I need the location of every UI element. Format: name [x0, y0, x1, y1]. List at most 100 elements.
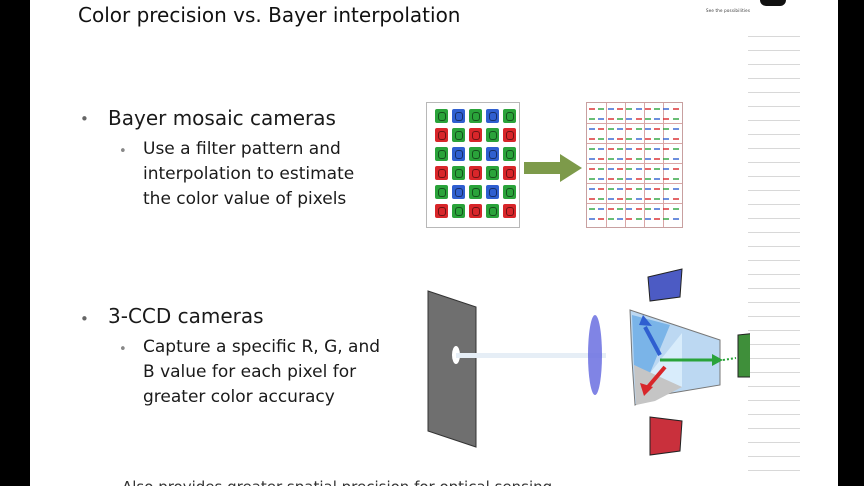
decorative-line — [748, 400, 800, 401]
grid-dot — [626, 138, 633, 140]
grid-dot — [672, 178, 679, 180]
bullet-heading-3ccd: 3-CCD cameras — [108, 304, 264, 328]
grid-dot — [626, 178, 633, 180]
slide-title: Color precision vs. Bayer interpolation — [78, 3, 461, 27]
grid-dot — [616, 158, 623, 160]
grid-dot — [589, 198, 595, 200]
grid-dot — [616, 118, 623, 120]
decorative-line — [748, 218, 800, 219]
grid-dot — [663, 208, 670, 210]
grid-dot — [616, 148, 623, 150]
grid-dot — [607, 118, 614, 120]
bayer-cell-g — [435, 147, 448, 161]
bayer-cell-g — [486, 166, 499, 180]
red-ccd-icon — [649, 416, 683, 456]
grid-dot — [607, 178, 614, 180]
grid-dot — [635, 208, 642, 210]
grid-dot — [654, 148, 661, 150]
grid-dot — [616, 108, 623, 110]
grid-dot — [644, 168, 651, 170]
sub-bullet-line: Use a filter pattern and — [143, 139, 341, 159]
grid-dot — [635, 138, 642, 140]
decorative-line — [748, 442, 800, 443]
decorative-line — [748, 190, 800, 191]
grid-dot — [654, 218, 661, 220]
grid-dot — [644, 188, 651, 190]
bayer-cell-g — [452, 166, 465, 180]
grid-dot — [607, 158, 614, 160]
decorative-line — [748, 92, 800, 93]
scene-panel-icon — [427, 290, 477, 448]
grid-dot — [635, 188, 642, 190]
grid-dot — [654, 208, 661, 210]
grid-dot — [607, 128, 614, 130]
grid-line — [606, 103, 607, 227]
bayer-cell-r — [435, 128, 448, 142]
sub-bullet-dot: • — [119, 342, 127, 357]
decorative-line — [748, 36, 800, 37]
bullet-heading-bayer: Bayer mosaic cameras — [108, 106, 336, 130]
grid-dot — [654, 168, 661, 170]
bayer-cell-g — [435, 109, 448, 123]
grid-dot — [598, 208, 605, 210]
bayer-cell-r — [503, 128, 516, 142]
grid-dot — [635, 128, 642, 130]
bayer-cell-g — [486, 204, 499, 218]
sub-bullet-line: B value for each pixel for — [143, 362, 357, 382]
bayer-cell-g — [435, 185, 448, 199]
grid-dot — [616, 198, 623, 200]
grid-dot — [644, 218, 651, 220]
decorative-line — [748, 288, 800, 289]
bayer-cell-b — [452, 147, 465, 161]
grid-dot — [626, 208, 633, 210]
grid-dot — [598, 158, 605, 160]
grid-line — [587, 123, 682, 124]
sub-bullet-line: the color value of pixels — [143, 189, 347, 209]
decorative-line — [748, 386, 800, 387]
grid-dot — [663, 148, 670, 150]
bayer-cell-g — [469, 147, 482, 161]
bayer-cell-g — [503, 147, 516, 161]
grid-line — [625, 103, 626, 227]
slide: Color precision vs. Bayer interpolation … — [30, 0, 838, 486]
grid-dot — [616, 218, 623, 220]
grid-dot — [589, 178, 595, 180]
sub-bullet-dot: • — [119, 144, 127, 159]
bayer-cell-g — [469, 109, 482, 123]
grid-dot — [672, 168, 679, 170]
grid-dot — [644, 138, 651, 140]
grid-dot — [626, 188, 633, 190]
grid-dot — [598, 148, 605, 150]
grid-dot — [616, 178, 623, 180]
bayer-cell-g — [503, 185, 516, 199]
grid-dot — [663, 118, 670, 120]
grid-dot — [644, 208, 651, 210]
blue-ccd-icon — [647, 268, 683, 302]
grid-dot — [663, 138, 670, 140]
decorative-line — [748, 330, 800, 331]
decorative-line — [748, 50, 800, 51]
decorative-line — [748, 428, 800, 429]
grid-dot — [589, 128, 595, 130]
grid-dot — [589, 168, 595, 170]
decorative-line — [748, 344, 800, 345]
partial-bullet-line: Also provides greater spatial precision … — [122, 478, 552, 486]
grid-dot — [598, 168, 605, 170]
grid-dot — [663, 198, 670, 200]
grid-dot — [589, 158, 595, 160]
grid-dot — [635, 148, 642, 150]
bayer-cell-b — [486, 185, 499, 199]
decorative-line — [748, 372, 800, 373]
grid-dot — [589, 148, 595, 150]
grid-dot — [672, 138, 679, 140]
grid-dot — [616, 188, 623, 190]
grid-dot — [616, 168, 623, 170]
bayer-cell-r — [503, 166, 516, 180]
grid-dot — [626, 158, 633, 160]
bayer-cell-r — [469, 204, 482, 218]
grid-line — [587, 203, 682, 204]
grid-dot — [589, 138, 595, 140]
grid-dot — [607, 148, 614, 150]
grid-dot — [672, 128, 679, 130]
grid-dot — [644, 198, 651, 200]
